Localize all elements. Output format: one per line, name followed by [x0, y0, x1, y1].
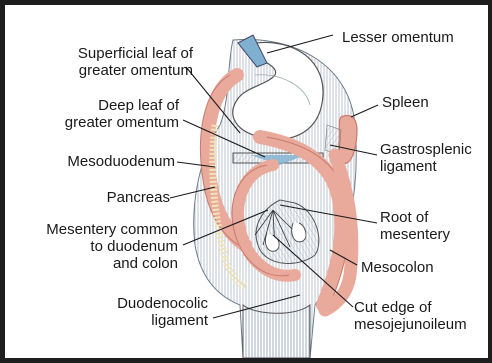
label-lesser-omentum-line: Lesser omentum: [342, 29, 454, 46]
label-spleen-line: Spleen: [382, 94, 429, 111]
label-mesocolon: Mesocolon: [361, 259, 434, 276]
label-mesentery-common-line: Mesentery common: [46, 221, 178, 238]
label-gastrosplenic-line: ligament: [380, 158, 472, 175]
label-cut-edge-line: Cut edge of: [354, 299, 467, 316]
label-pancreas-line: Pancreas: [107, 189, 170, 206]
label-duodenocolic-line: ligament: [117, 312, 208, 329]
label-mesoduodenum-line: Mesoduodenum: [67, 153, 175, 170]
lower-segment: [243, 305, 310, 358]
label-mesentery-common-line: to duodenum: [46, 238, 178, 255]
label-gastrosplenic-line: Gastrosplenic: [380, 141, 472, 158]
label-lesser-omentum: Lesser omentum: [342, 29, 454, 46]
label-root-of-mesentery-line: Root of: [380, 209, 450, 226]
label-mesentery-common-line: and colon: [46, 255, 178, 272]
label-deep-leaf-line: Deep leaf of: [65, 97, 179, 114]
label-superficial-leaf-line: Superficial leaf of: [78, 45, 193, 62]
label-mesoduodenum: Mesoduodenum: [67, 153, 175, 170]
label-mesocolon-line: Mesocolon: [361, 259, 434, 276]
label-superficial-leaf-line: greater omentum: [78, 62, 193, 79]
label-pancreas: Pancreas: [107, 189, 170, 206]
label-cut-edge-line: mesojejunoileum: [354, 316, 467, 333]
label-spleen: Spleen: [382, 94, 429, 111]
label-root-of-mesentery-line: mesentery: [380, 226, 450, 243]
label-duodenocolic-line: Duodenocolic: [117, 295, 208, 312]
label-deep-leaf-line: greater omentum: [65, 114, 179, 131]
